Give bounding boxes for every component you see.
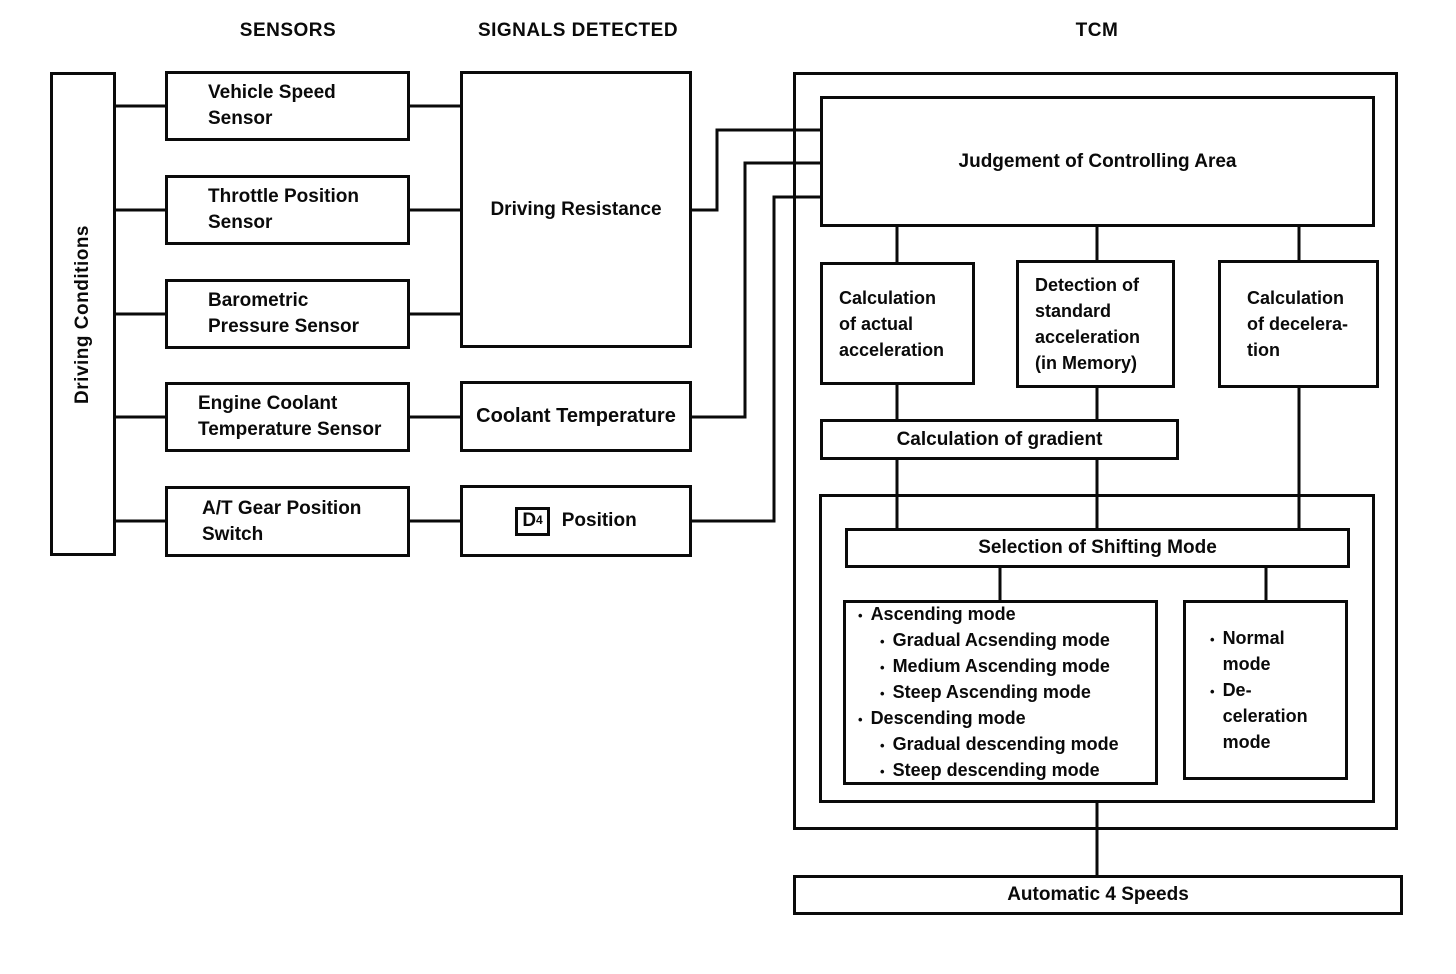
mode-list-item: • Normal mode	[1210, 625, 1341, 677]
mode-list-item: • Descending mode	[858, 706, 1151, 732]
sensor-box-at-gear-position: A/T Gear Position Switch	[165, 486, 410, 557]
normal-deceleration-mode-list-box: • Normal mode • De- celeration mode	[1183, 600, 1348, 780]
judgement-controlling-area-box: Judgement of Controlling Area	[820, 96, 1375, 227]
calc-gradient-label: Calculation of gradient	[896, 428, 1103, 450]
mode-list-item: • Steep descending mode	[858, 758, 1151, 784]
judgement-label: Judgement of Controlling Area	[958, 150, 1237, 172]
calc-deceleration-box: Calculation of decelera- tion	[1218, 260, 1379, 388]
header-signals-detected: SIGNALS DETECTED	[477, 20, 679, 41]
d4-gear-symbol: D 4	[515, 506, 550, 536]
signal-label: Driving Resistance	[490, 198, 662, 220]
bullet-icon: •	[880, 737, 885, 753]
sensor-box-vehicle-speed: Vehicle Speed Sensor	[165, 71, 410, 141]
signal-box-d4-position: D 4 Position	[460, 485, 692, 557]
bullet-icon: •	[1210, 632, 1215, 647]
bullet-icon: •	[880, 659, 885, 675]
sensor-label: A/T Gear Position Switch	[202, 497, 362, 545]
mode-label: Ascending mode	[870, 603, 1016, 624]
d4-symbol-subscript: 4	[536, 512, 543, 527]
sensor-label: Vehicle Speed Sensor	[208, 82, 336, 129]
mode-label: Gradual Acsending mode	[892, 629, 1110, 650]
bullet-icon: •	[1210, 684, 1215, 699]
bullet-icon: •	[880, 685, 885, 701]
automatic-4-speeds-box: Automatic 4 Speeds	[793, 875, 1403, 915]
calc-gradient-box: Calculation of gradient	[820, 419, 1179, 460]
mode-label: Normal mode	[1222, 628, 1285, 674]
calc-deceleration-label: Calculation of decelera- tion	[1247, 288, 1349, 360]
selection-shifting-mode-label: Selection of Shifting Mode	[978, 537, 1217, 558]
mode-label: Steep Ascending mode	[892, 681, 1091, 702]
sensor-label: Barometric Pressure Sensor	[208, 290, 360, 337]
mode-list-item: • Steep Ascending mode	[858, 680, 1151, 706]
mode-list-item: • Ascending mode	[858, 602, 1151, 628]
bullet-icon: •	[880, 633, 885, 649]
signal-box-driving-resistance: Driving Resistance	[460, 71, 692, 348]
header-tcm: TCM	[1075, 20, 1119, 41]
d4-position-label: Position	[561, 510, 637, 531]
driving-conditions-box: Driving Conditions	[50, 72, 116, 556]
driving-conditions-label: Driving Conditions	[72, 224, 93, 404]
ascending-descending-mode-list-box: • Ascending mode • Gradual Acsending mod…	[843, 600, 1158, 785]
mode-list-item: • Gradual Acsending mode	[858, 628, 1151, 654]
sensor-label: Engine Coolant Temperature Sensor	[198, 393, 382, 440]
automatic-4-speeds-label: Automatic 4 Speeds	[1007, 884, 1189, 905]
signal-label: Coolant Temperature	[476, 405, 676, 427]
sensor-box-engine-coolant-temperature: Engine Coolant Temperature Sensor	[165, 382, 410, 452]
sensor-box-throttle-position: Throttle Position Sensor	[165, 175, 410, 245]
mode-label: Descending mode	[870, 707, 1026, 728]
bullet-icon: •	[858, 711, 863, 727]
mode-label: Steep descending mode	[892, 759, 1100, 780]
bullet-icon: •	[880, 763, 885, 779]
calc-actual-acceleration-label: Calculation of actual acceleration	[839, 287, 945, 360]
d4-symbol-letter: D	[522, 509, 537, 531]
header-sensors: SENSORS	[239, 20, 337, 41]
sensor-box-barometric-pressure: Barometric Pressure Sensor	[165, 279, 410, 349]
mode-list-item: • Medium Ascending mode	[858, 654, 1151, 680]
signal-box-coolant-temperature: Coolant Temperature	[460, 381, 692, 452]
detection-standard-acceleration-label: Detection of standard acceleration (in M…	[1035, 275, 1141, 373]
mode-label: De- celeration mode	[1222, 680, 1308, 752]
mode-label: Medium Ascending mode	[892, 655, 1110, 676]
mode-label: Gradual descending mode	[892, 733, 1119, 754]
bullet-icon: •	[858, 607, 863, 623]
mode-list-item: • De- celeration mode	[1210, 677, 1341, 755]
selection-shifting-mode-box: Selection of Shifting Mode	[845, 528, 1350, 568]
sensor-label: Throttle Position Sensor	[208, 186, 359, 233]
detection-standard-acceleration-box: Detection of standard acceleration (in M…	[1016, 260, 1175, 388]
mode-list-item: • Gradual descending mode	[858, 732, 1151, 758]
calc-actual-acceleration-box: Calculation of actual acceleration	[820, 262, 975, 385]
